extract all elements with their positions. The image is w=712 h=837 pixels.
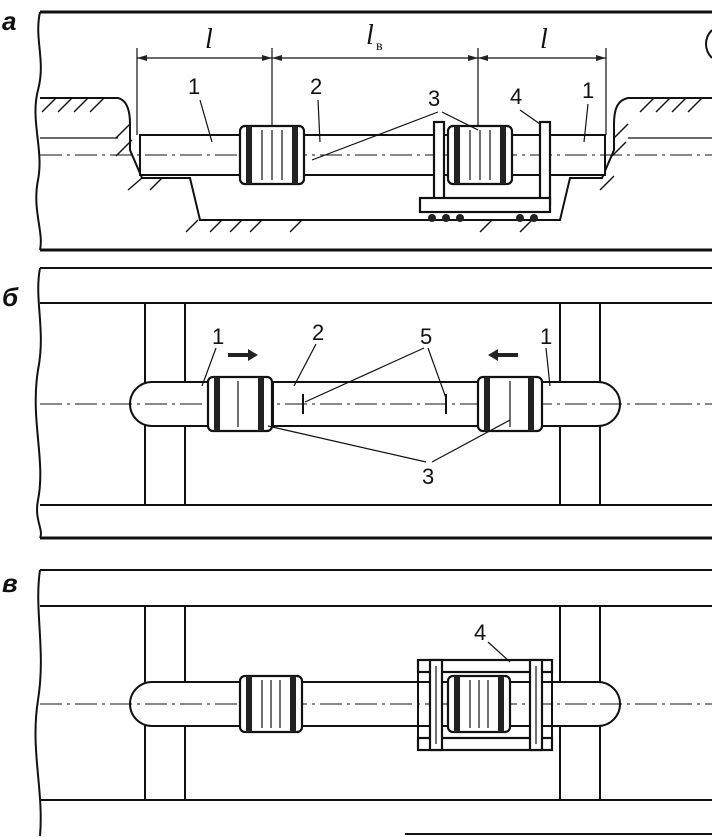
panel-a-left-break <box>34 11 42 251</box>
callout-a-4: 4 <box>510 84 522 109</box>
dim-l-right: l <box>540 24 548 55</box>
dimension-lines-a <box>136 48 607 135</box>
coupling-b-left <box>206 375 274 433</box>
coupling-a-left <box>238 124 306 186</box>
ground-hatch-left <box>41 97 533 233</box>
panel-a: а <box>2 6 712 252</box>
panel-c-left-break <box>34 569 42 837</box>
arrow-right <box>228 349 258 361</box>
panel-c: в <box>2 568 712 837</box>
dim-l-insert: l <box>366 20 374 51</box>
repair-device-c <box>416 658 554 752</box>
callout-b-1-left: 1 <box>212 324 224 349</box>
panel-label-c: в <box>2 568 18 598</box>
coupling-b-right <box>476 375 544 433</box>
callout-a-1-right: 1 <box>582 78 594 103</box>
repair-device-a <box>418 120 552 222</box>
ground-hatch-right <box>599 97 703 191</box>
callout-a-3: 3 <box>428 86 440 111</box>
panel-label-b: б <box>2 282 19 312</box>
callout-b-5: 5 <box>420 324 432 349</box>
panel-b-left-break <box>34 267 42 539</box>
callout-b-3: 3 <box>422 464 434 489</box>
arrow-left <box>488 349 518 361</box>
callout-lines-b <box>201 343 551 463</box>
dim-l-insert-subscript: в <box>376 39 383 54</box>
callout-a-1-left: 1 <box>188 74 200 99</box>
panel-b: б <box>2 267 712 540</box>
callout-c-4: 4 <box>474 620 486 645</box>
coupling-a-right <box>446 124 514 186</box>
callout-line-c-4 <box>487 641 511 663</box>
callout-lines-a <box>199 99 589 161</box>
coupling-c-right <box>446 674 512 734</box>
panel-a-right-break <box>705 29 712 59</box>
trench-profile <box>40 97 712 221</box>
panel-label-a: а <box>2 6 16 36</box>
callout-b-2: 2 <box>312 320 324 345</box>
coupling-c-left <box>238 674 304 734</box>
dim-l-left: l <box>205 24 213 55</box>
callout-a-2: 2 <box>310 74 322 99</box>
callout-b-1-right: 1 <box>540 324 552 349</box>
